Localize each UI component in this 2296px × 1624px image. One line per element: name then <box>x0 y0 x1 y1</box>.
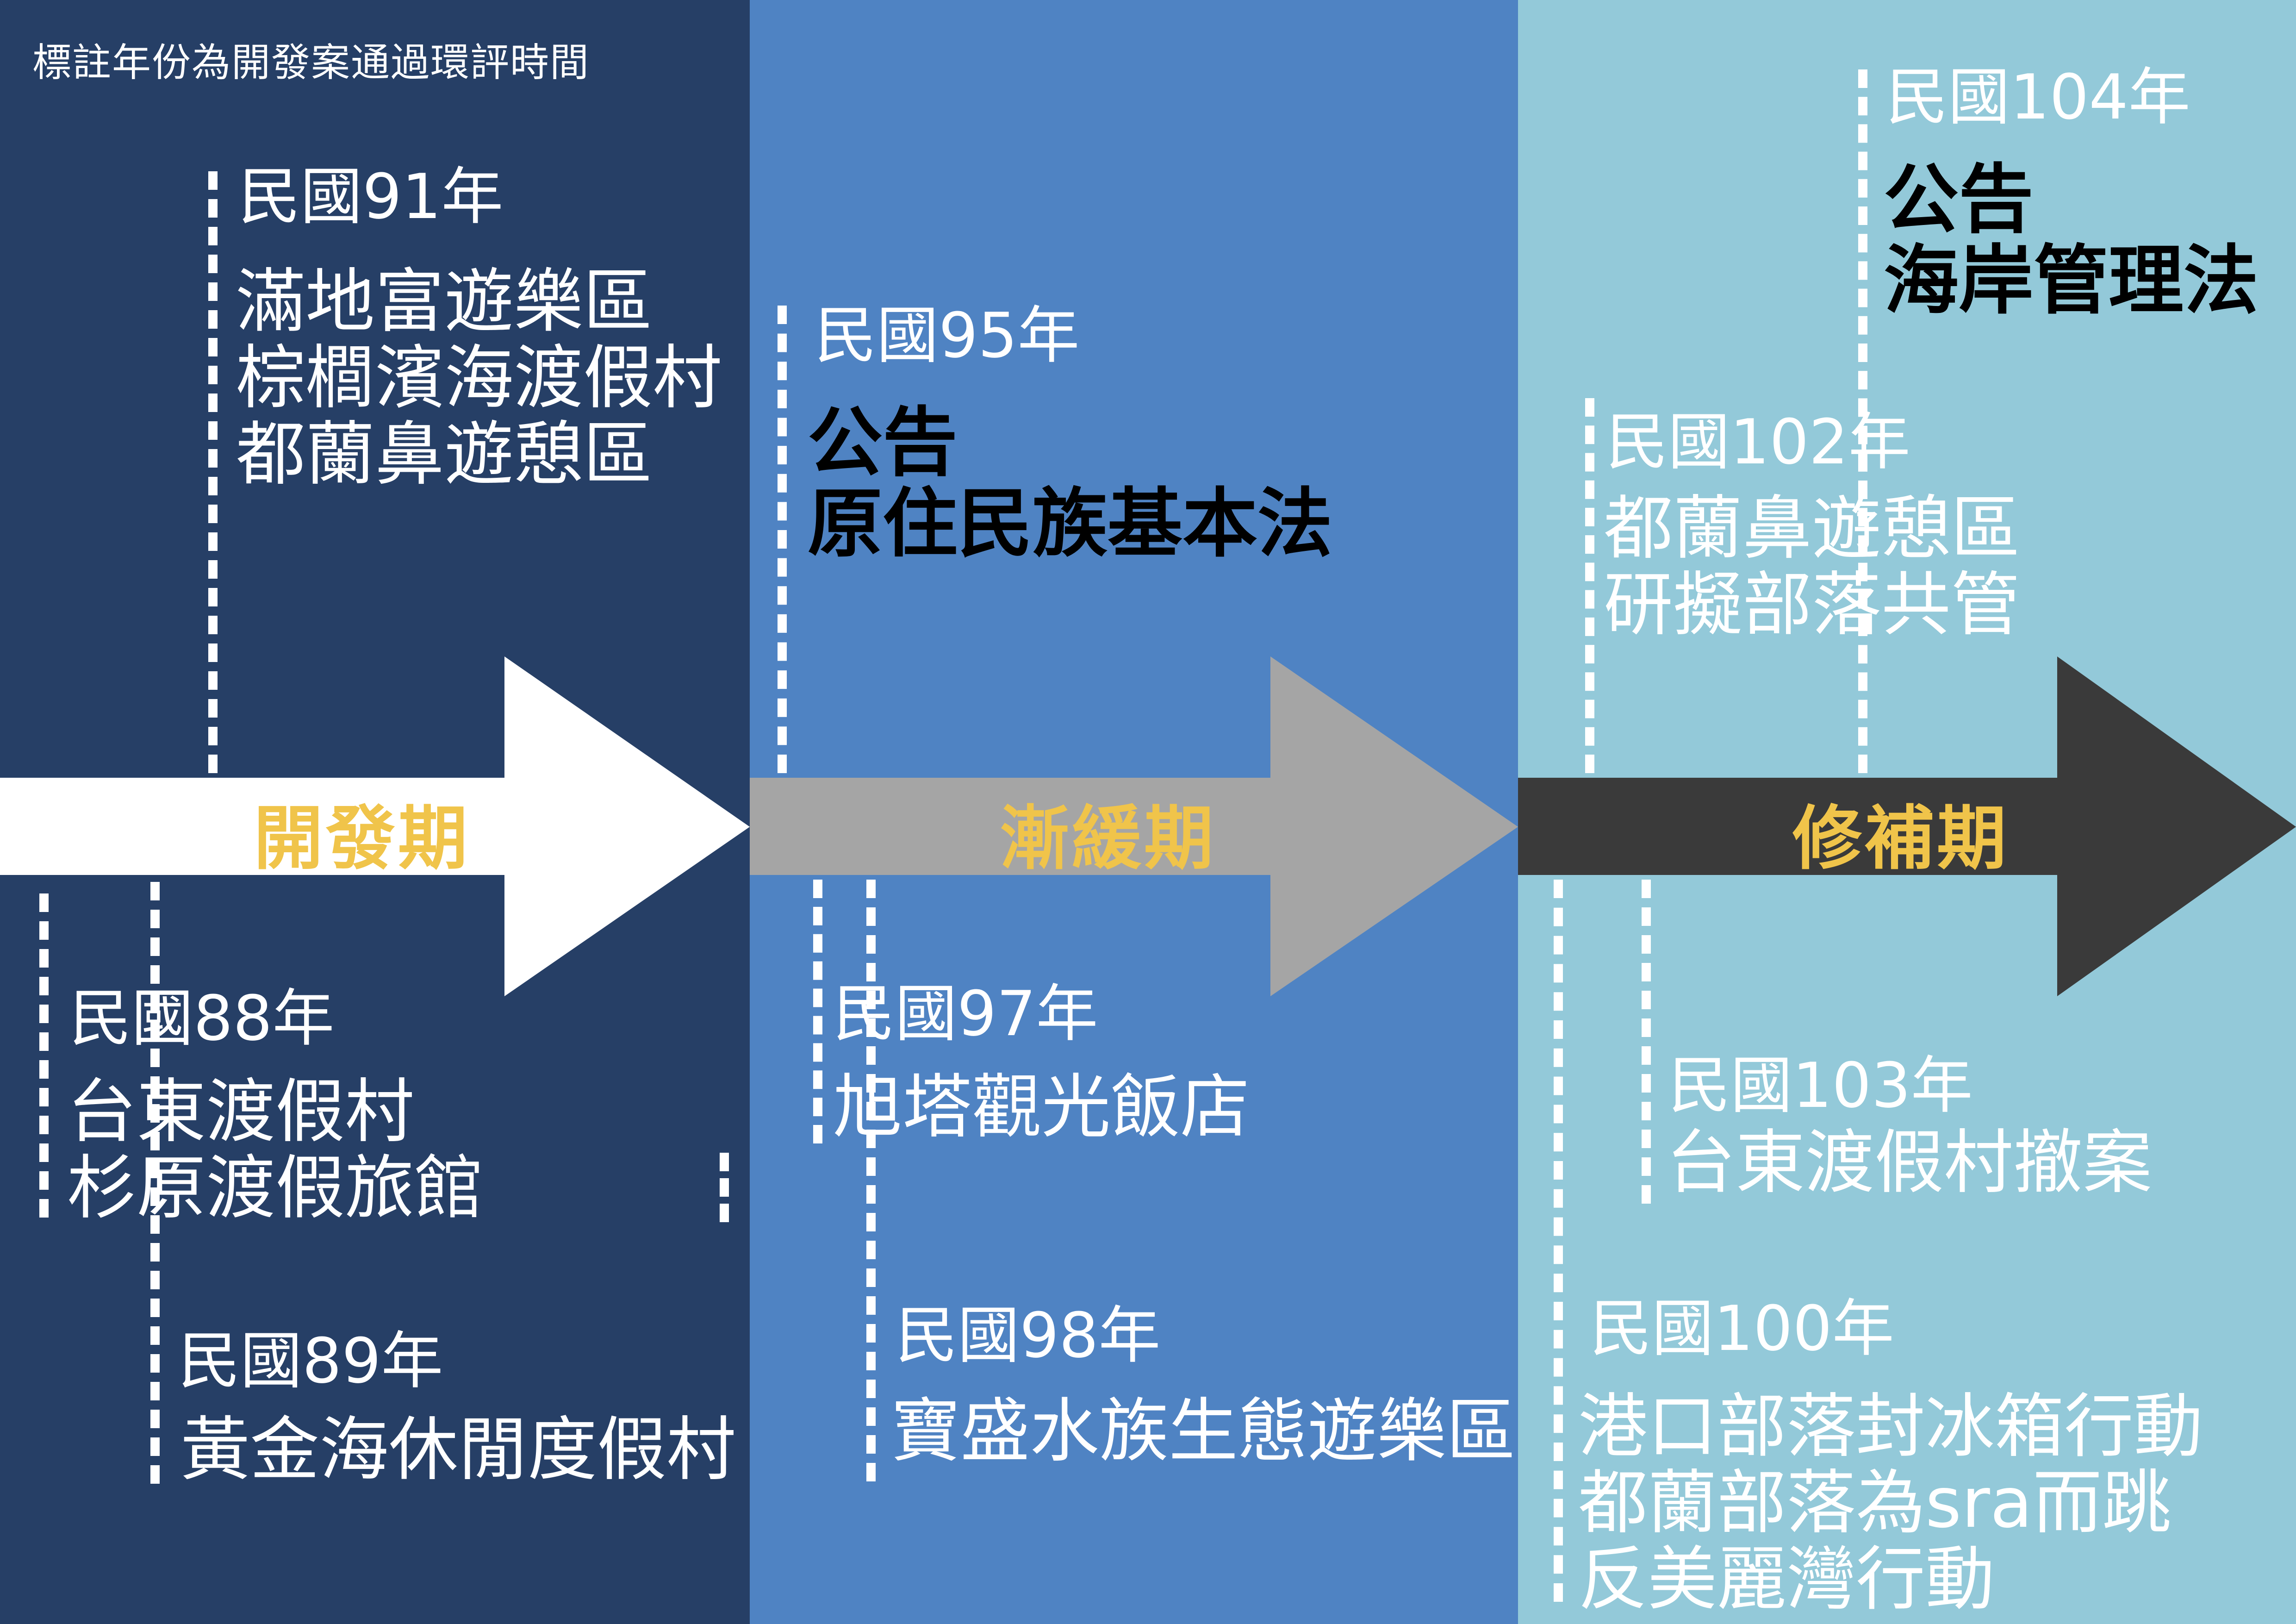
event-items-102: 都蘭鼻遊憩區 研擬部落共管 <box>1604 491 2020 643</box>
connector-short-mark <box>720 1153 729 1222</box>
event-item: 棕櫚濱海渡假村 <box>236 338 722 418</box>
event-year-89: 民國89年 <box>178 1325 443 1397</box>
law-announcement-104: 公告 海岸管理法 <box>1884 160 2259 322</box>
phase-label-slowdown: 漸緩期 <box>1000 799 1217 879</box>
event-year-104: 民國104年 <box>1886 61 2190 133</box>
announcement-label: 公告 <box>1884 156 2034 244</box>
connector-line-89 <box>150 882 160 1484</box>
event-item: 都蘭部落為sra而跳 <box>1578 1463 2172 1543</box>
event-item: 寶盛水族生態遊樂區 <box>891 1391 1516 1472</box>
connector-line-103 <box>1642 880 1651 1204</box>
event-items-98: 寶盛水族生態遊樂區 <box>891 1393 1516 1470</box>
event-items-97: 旭塔觀光飯店 <box>833 1069 1250 1146</box>
announcement-label: 公告 <box>808 400 958 487</box>
event-item: 黃金海休閒度假村 <box>180 1410 736 1490</box>
event-item: 杉原渡假旅館 <box>67 1148 484 1229</box>
event-year-88: 民國88年 <box>69 982 335 1055</box>
event-items-88: 台東渡假村 杉原渡假旅館 <box>67 1074 484 1227</box>
connector-line-91 <box>208 171 218 773</box>
connector-line-95 <box>778 306 787 773</box>
law-announcement-95: 公告 原住民族基本法 <box>808 403 1332 565</box>
event-item: 都蘭鼻遊憩區 <box>1604 488 2021 569</box>
event-item: 台東渡假村 <box>67 1072 415 1152</box>
connector-line-88 <box>39 893 49 1218</box>
connector-line-98 <box>866 880 876 1481</box>
connector-line-100 <box>1554 880 1563 1602</box>
connector-line-104 <box>1858 69 1867 773</box>
event-item: 港口部落封冰箱行動 <box>1578 1387 2203 1467</box>
event-items-91: 滿地富遊樂區 棕櫚濱海渡假村 都蘭鼻遊憩區 <box>236 264 722 493</box>
event-items-100: 港口部落封冰箱行動 都蘭部落為sra而跳 反美麗灣行動 <box>1578 1389 2203 1618</box>
event-item: 反美麗灣行動 <box>1578 1539 1995 1620</box>
event-item: 研擬部落共管 <box>1604 565 2021 645</box>
connector-line-102 <box>1585 398 1594 773</box>
event-year-97: 民國97年 <box>833 978 1098 1050</box>
event-year-98: 民國98年 <box>896 1299 1161 1372</box>
event-year-102: 民國102年 <box>1606 406 1910 478</box>
event-item: 旭塔觀光飯店 <box>833 1067 1250 1148</box>
event-year-103: 民國103年 <box>1668 1049 1973 1122</box>
event-year-91: 民國91年 <box>238 161 504 233</box>
event-year-95: 民國95年 <box>815 300 1080 372</box>
event-item: 滿地富遊樂區 <box>236 262 653 342</box>
event-item: 台東渡假村撤案 <box>1666 1123 2153 1203</box>
event-items-89: 黃金海休閒度假村 <box>180 1412 736 1488</box>
event-item: 都蘭鼻遊憩區 <box>236 414 653 495</box>
phase-label-remedy: 修補期 <box>1792 799 2010 879</box>
law-name: 原住民族基本法 <box>808 480 1332 568</box>
phase-label-development: 開發期 <box>254 799 471 879</box>
event-items-103: 台東渡假村撤案 <box>1666 1125 2152 1201</box>
connector-line-97 <box>813 880 822 1143</box>
law-name: 海岸管理法 <box>1884 237 2259 325</box>
event-year-100: 民國100年 <box>1590 1293 1894 1365</box>
footnote: 標註年份為開發案通過環評時間 <box>32 40 590 85</box>
